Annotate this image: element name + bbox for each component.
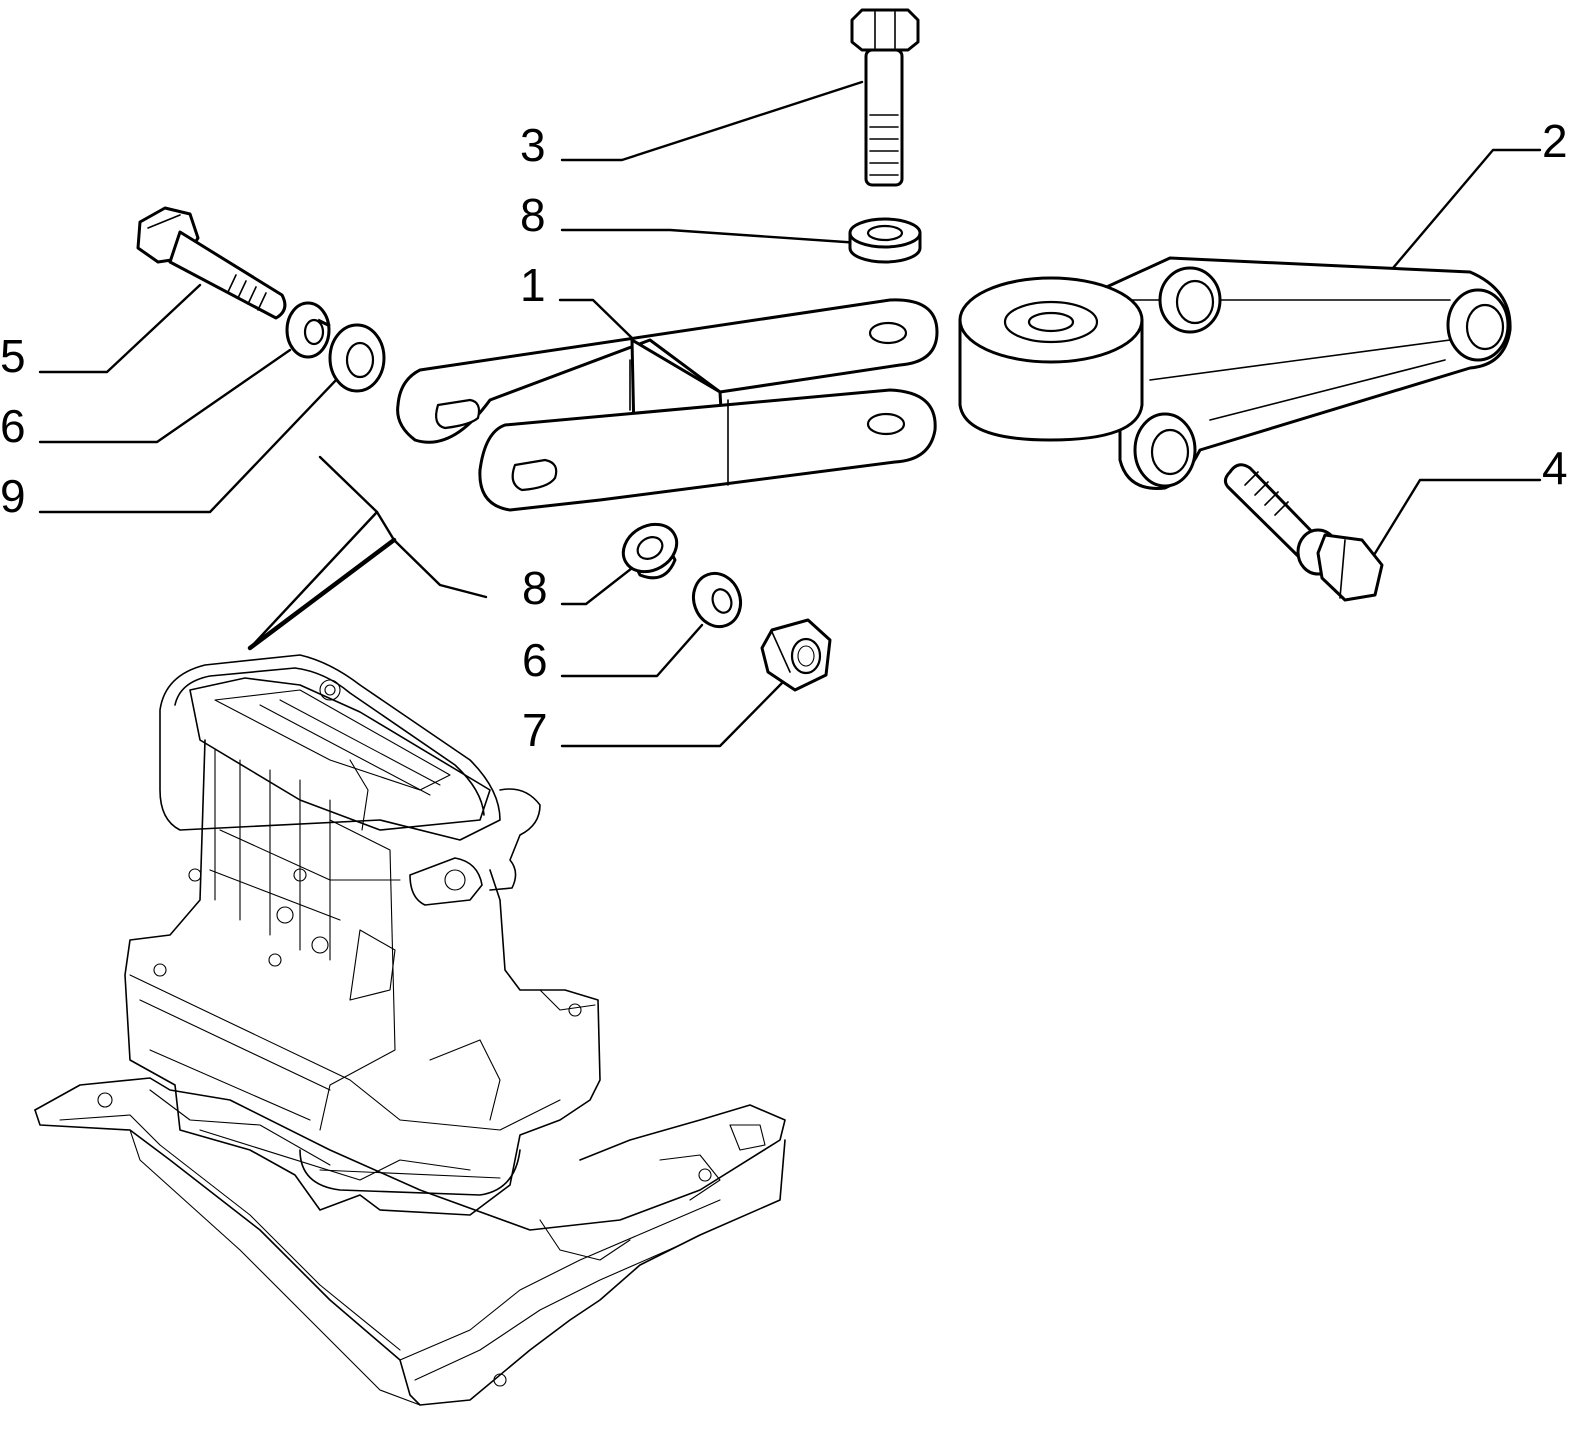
split-washer-part-6-upper: [285, 301, 331, 359]
leader-8-upper: [560, 228, 862, 245]
leader-8-lower: [560, 563, 638, 606]
engine-bracket-thick: [247, 537, 397, 651]
leader-4: [1372, 478, 1542, 557]
callout-3: 3: [520, 119, 546, 171]
nut-part-7: [760, 618, 832, 692]
leader-5: [38, 283, 202, 374]
leader-3: [560, 80, 864, 162]
callout-6-upper: 6: [0, 400, 26, 452]
bolt-part-5: [136, 206, 287, 320]
leader-9: [38, 376, 340, 514]
split-washer-part-6-lower: [691, 571, 743, 629]
callout-2: 2: [1542, 115, 1568, 167]
callout-5: 5: [0, 330, 26, 382]
leader-1: [558, 298, 634, 340]
leader-6-lower: [560, 623, 704, 678]
callout-1: 1: [520, 259, 546, 311]
washer-part-9: [328, 323, 386, 393]
callout-4: 4: [1542, 442, 1568, 494]
callout-6-lower: 6: [522, 634, 548, 686]
engine-mount-part-2: [958, 256, 1512, 490]
washer-part-8-lower: [621, 522, 679, 580]
fork-bracket-part-1: [396, 298, 939, 512]
engine-block-illustration: [124, 654, 601, 1216]
leader-2: [1391, 148, 1542, 270]
callout-7: 7: [522, 704, 548, 756]
callout-8-lower: 8: [522, 562, 548, 614]
leader-7: [560, 680, 785, 748]
leader-lines: [38, 80, 1542, 748]
bolt-part-3: [850, 8, 920, 187]
bolt-part-4: [1223, 463, 1384, 602]
leader-6-upper: [38, 348, 292, 444]
subframe-illustration: [34, 1077, 786, 1406]
callout-8-upper: 8: [520, 189, 546, 241]
callout-9: 9: [0, 470, 26, 522]
engine-bracket-leader-2: [375, 510, 488, 599]
engine-bracket-leader: [248, 455, 379, 650]
washer-part-8-upper: [848, 217, 922, 264]
